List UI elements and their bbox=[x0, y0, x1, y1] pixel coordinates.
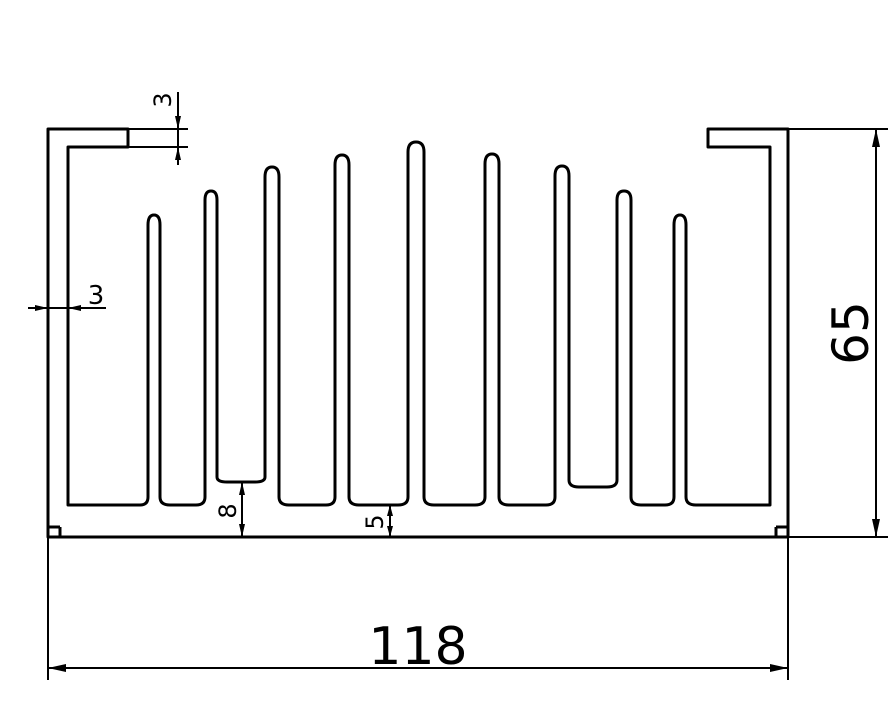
base-thickness-arrow-bottom bbox=[387, 526, 393, 537]
wall-thickness-arrow-left bbox=[35, 305, 48, 311]
height-dimension-label: 65 bbox=[822, 301, 880, 365]
top-lip-dimension: 3 bbox=[128, 92, 188, 165]
width-arrow-right bbox=[770, 664, 788, 672]
top-lip-arrow-bottom bbox=[175, 147, 181, 160]
wall-thickness-dimension: 3 bbox=[28, 281, 106, 311]
channel-depth-dimension: 8 bbox=[214, 482, 245, 537]
height-dimension: 65 bbox=[788, 128, 888, 538]
width-dimension: 118 bbox=[47, 537, 789, 680]
height-arrow-bottom bbox=[872, 519, 880, 537]
top-lip-dimension-label: 3 bbox=[149, 92, 177, 107]
heatsink-outline bbox=[46, 127, 790, 539]
base-thickness-dimension: 5 bbox=[361, 505, 393, 537]
base-thickness-arrow-top bbox=[387, 505, 393, 516]
width-dimension-label: 118 bbox=[368, 617, 467, 677]
wall-thickness-dimension-label: 3 bbox=[88, 281, 105, 311]
wall-thickness-arrow-right bbox=[68, 305, 81, 311]
channel-depth-dimension-label: 8 bbox=[214, 503, 242, 518]
channel-depth-arrow-bottom bbox=[239, 524, 245, 537]
height-arrow-top bbox=[872, 129, 880, 147]
channel-depth-arrow-top bbox=[239, 482, 245, 495]
base-thickness-dimension-label: 5 bbox=[361, 514, 389, 529]
top-lip-arrow-top bbox=[175, 116, 181, 129]
width-arrow-left bbox=[48, 664, 66, 672]
